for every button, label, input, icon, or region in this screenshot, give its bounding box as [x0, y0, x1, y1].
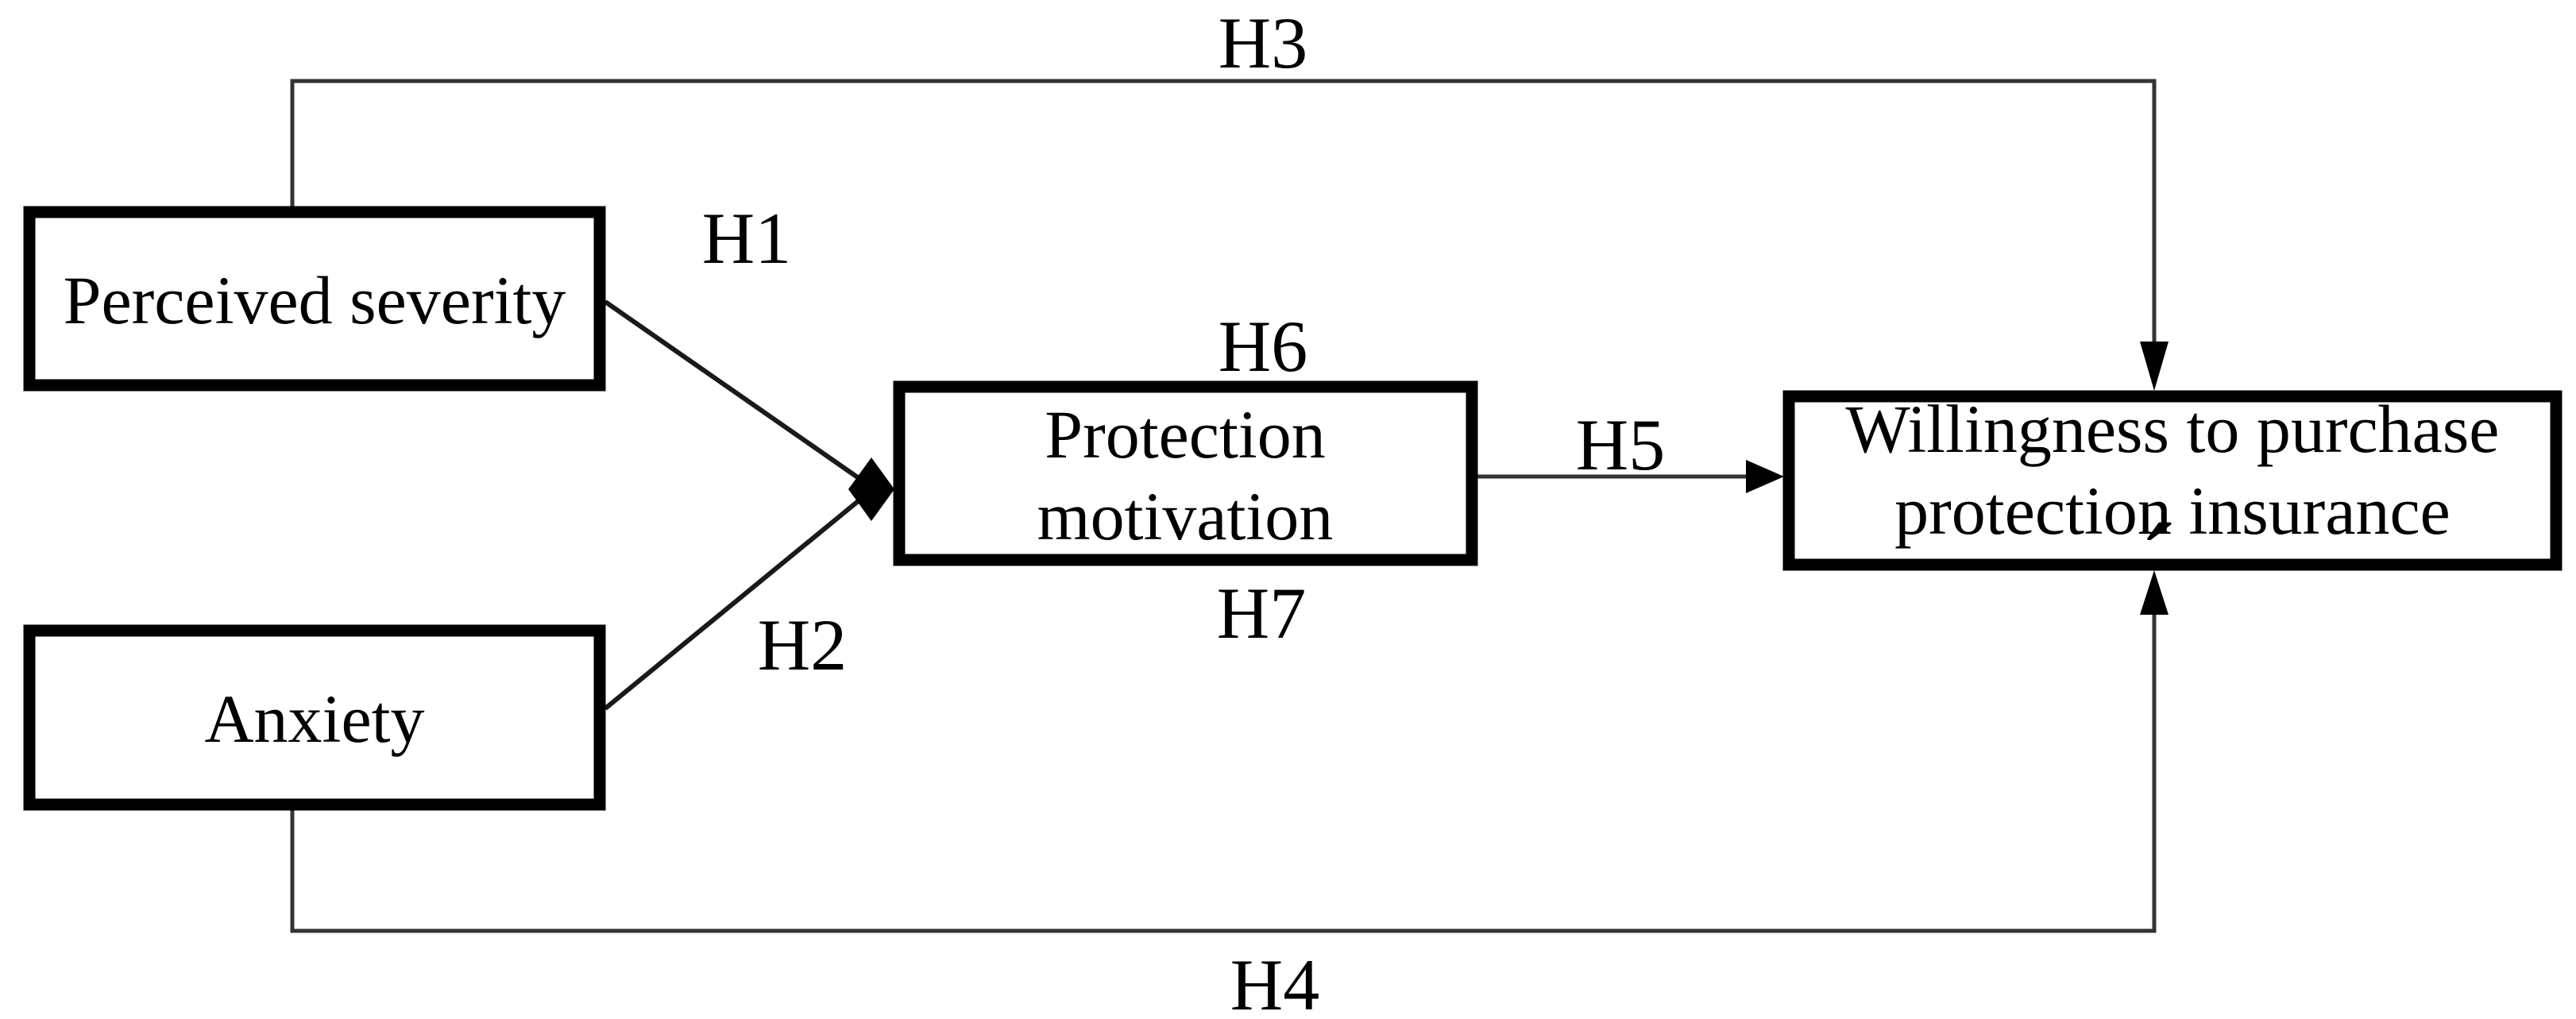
- arrow-h1: [604, 299, 863, 482]
- stray-accent-mark: ´: [2138, 500, 2178, 631]
- arrow-h3: [290, 79, 2169, 391]
- anxiety-box: [23, 624, 606, 811]
- arrow-h4-line: [290, 612, 2157, 933]
- converging-diamond-arrowhead-icon: [848, 457, 894, 521]
- willingness-label-line1: Willingness to purchase: [1846, 391, 2500, 467]
- arrow-h2: [604, 496, 863, 711]
- perceived-severity-box: [23, 206, 606, 392]
- arrow-h5: [1477, 460, 1784, 493]
- node-anxiety: Anxiety: [23, 624, 606, 811]
- arrow-h2-line: [604, 496, 863, 711]
- arrow-h4-arrowhead-icon: [2140, 570, 2169, 615]
- arrow-h5-arrowhead-icon: [1746, 460, 1784, 493]
- arrow-h3-line: [290, 79, 2157, 348]
- perceived-severity-label: Perceived severity: [64, 262, 566, 338]
- protection-motivation-label-line1: Protection: [1045, 396, 1326, 473]
- label-h2: H2: [758, 604, 847, 685]
- willingness-label-line2: protection insurance: [1894, 473, 2450, 549]
- arrow-h4: [290, 570, 2169, 933]
- label-h6: H6: [1218, 306, 1307, 387]
- label-h4: H4: [1230, 944, 1319, 1019]
- arrow-h1-line: [604, 299, 863, 482]
- node-perceived-severity: Perceived severity: [23, 206, 606, 392]
- label-h3: H3: [1218, 2, 1307, 83]
- arrow-h3-arrowhead-icon: [2140, 342, 2169, 391]
- label-h7: H7: [1217, 573, 1306, 654]
- label-h1: H1: [702, 198, 791, 279]
- anxiety-label: Anxiety: [204, 681, 424, 757]
- willingness-box: [1782, 390, 2562, 571]
- protection-motivation-label-line2: motivation: [1037, 478, 1334, 554]
- label-h5: H5: [1576, 404, 1665, 485]
- protection-motivation-box: [893, 380, 1478, 566]
